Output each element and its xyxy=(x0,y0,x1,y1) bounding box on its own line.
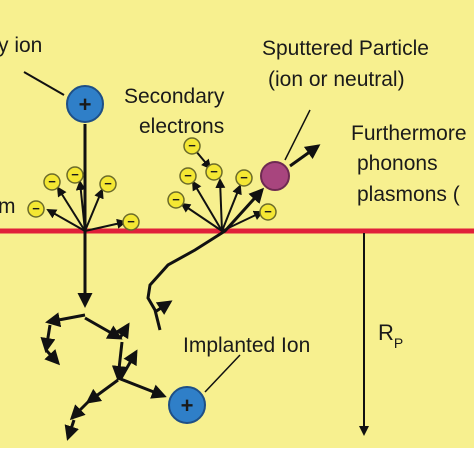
primary-ion-pointer-line xyxy=(23,71,65,96)
range-subscript: P xyxy=(394,335,403,351)
cascade-path xyxy=(85,378,119,404)
positive-ion-icon xyxy=(168,386,206,424)
electron-icon xyxy=(205,163,223,181)
electron-charge-symbol: − xyxy=(127,214,135,229)
cascade-path xyxy=(84,316,123,340)
cascade-path xyxy=(118,349,138,381)
recoil-branch xyxy=(154,300,173,315)
recoil-path xyxy=(146,187,265,331)
electron-icon xyxy=(66,166,84,184)
collision-cascade xyxy=(40,231,167,441)
electron-icon xyxy=(235,169,253,187)
electron-charge-symbol: − xyxy=(184,168,192,183)
range-symbol: R xyxy=(378,320,394,345)
cascade-path xyxy=(64,419,79,441)
electron-charge-symbol: − xyxy=(264,204,272,219)
sputtered-particle-label-line1: Sputtered Particle xyxy=(262,37,429,60)
primary-ion-label: y ion xyxy=(0,34,42,57)
cascade-path xyxy=(69,400,90,421)
electron-icon xyxy=(183,137,201,155)
secondary-electrons: −−−−−−−−−−− xyxy=(27,137,277,231)
cascade-path xyxy=(117,376,167,399)
surface-label: m xyxy=(0,195,16,218)
furthermore-label-line3: plasmons ( xyxy=(357,183,460,206)
cascade-path xyxy=(115,322,130,340)
implanted-label-pointer xyxy=(204,354,241,393)
furthermore-label-line2: phonons xyxy=(357,152,438,175)
ion-charge-symbol: + xyxy=(79,92,92,117)
electron-arrows-right xyxy=(180,149,264,232)
electron-arrows-left xyxy=(46,180,127,232)
implanted-ion: + xyxy=(168,386,206,424)
sputtered-particle-arrow xyxy=(289,144,321,168)
cascade-path xyxy=(44,348,61,366)
electron-charge-symbol: − xyxy=(104,176,112,191)
electron-charge-symbol: − xyxy=(32,201,40,216)
bottom-margin xyxy=(0,448,474,474)
sputtered-particle-label-line2: (ion or neutral) xyxy=(268,68,405,91)
secondary-electrons-label-line1: Secondary xyxy=(124,85,225,108)
range-label: RP xyxy=(378,320,403,351)
electron-icon xyxy=(167,191,185,209)
electron-icon xyxy=(179,167,197,185)
primary-ion: + xyxy=(66,85,104,123)
electron-charge-symbol: − xyxy=(172,192,180,207)
furthermore-label-line1: Furthermore xyxy=(351,122,467,145)
secondary-electrons-label-line2: electrons xyxy=(139,115,224,138)
electron-icon xyxy=(99,175,117,193)
electron-icon xyxy=(122,213,140,231)
cascade-path xyxy=(45,312,86,328)
cascade-path xyxy=(111,341,127,381)
electron-icon xyxy=(43,173,61,191)
positive-ion-icon xyxy=(66,85,104,123)
cascade-path xyxy=(40,324,56,353)
particle-icon xyxy=(260,161,290,191)
ion-charge-symbol: + xyxy=(181,393,194,418)
implanted-ion-label: Implanted Ion xyxy=(183,334,310,357)
electron-charge-symbol: − xyxy=(188,138,196,153)
sputtered-label-pointer xyxy=(284,109,311,161)
electron-charge-symbol: − xyxy=(48,174,56,189)
electron-charge-symbol: − xyxy=(210,164,218,179)
electron-icon xyxy=(259,203,277,221)
recoil-trajectory xyxy=(146,187,265,331)
electron-charge-symbol: − xyxy=(240,170,248,185)
electron-charge-symbol: − xyxy=(71,167,79,182)
electron-icon xyxy=(27,200,45,218)
